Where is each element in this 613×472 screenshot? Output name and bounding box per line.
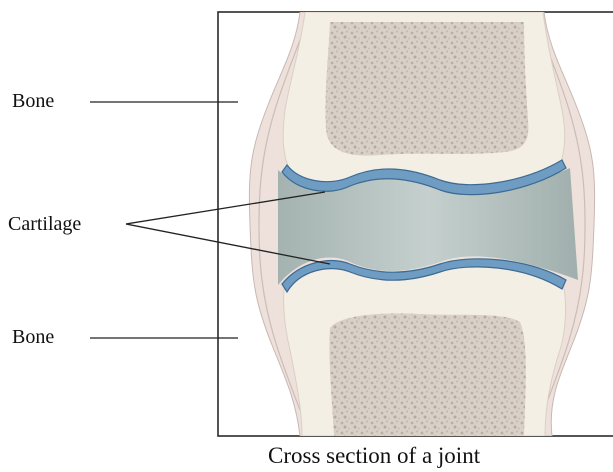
label-cartilage: Cartilage — [8, 214, 81, 234]
upper-spongy-bone — [325, 22, 528, 156]
label-bone-bottom: Bone — [12, 327, 54, 347]
diagram-caption: Cross section of a joint — [268, 444, 480, 467]
lower-spongy-bone — [329, 313, 525, 436]
label-bone-top: Bone — [12, 91, 54, 111]
